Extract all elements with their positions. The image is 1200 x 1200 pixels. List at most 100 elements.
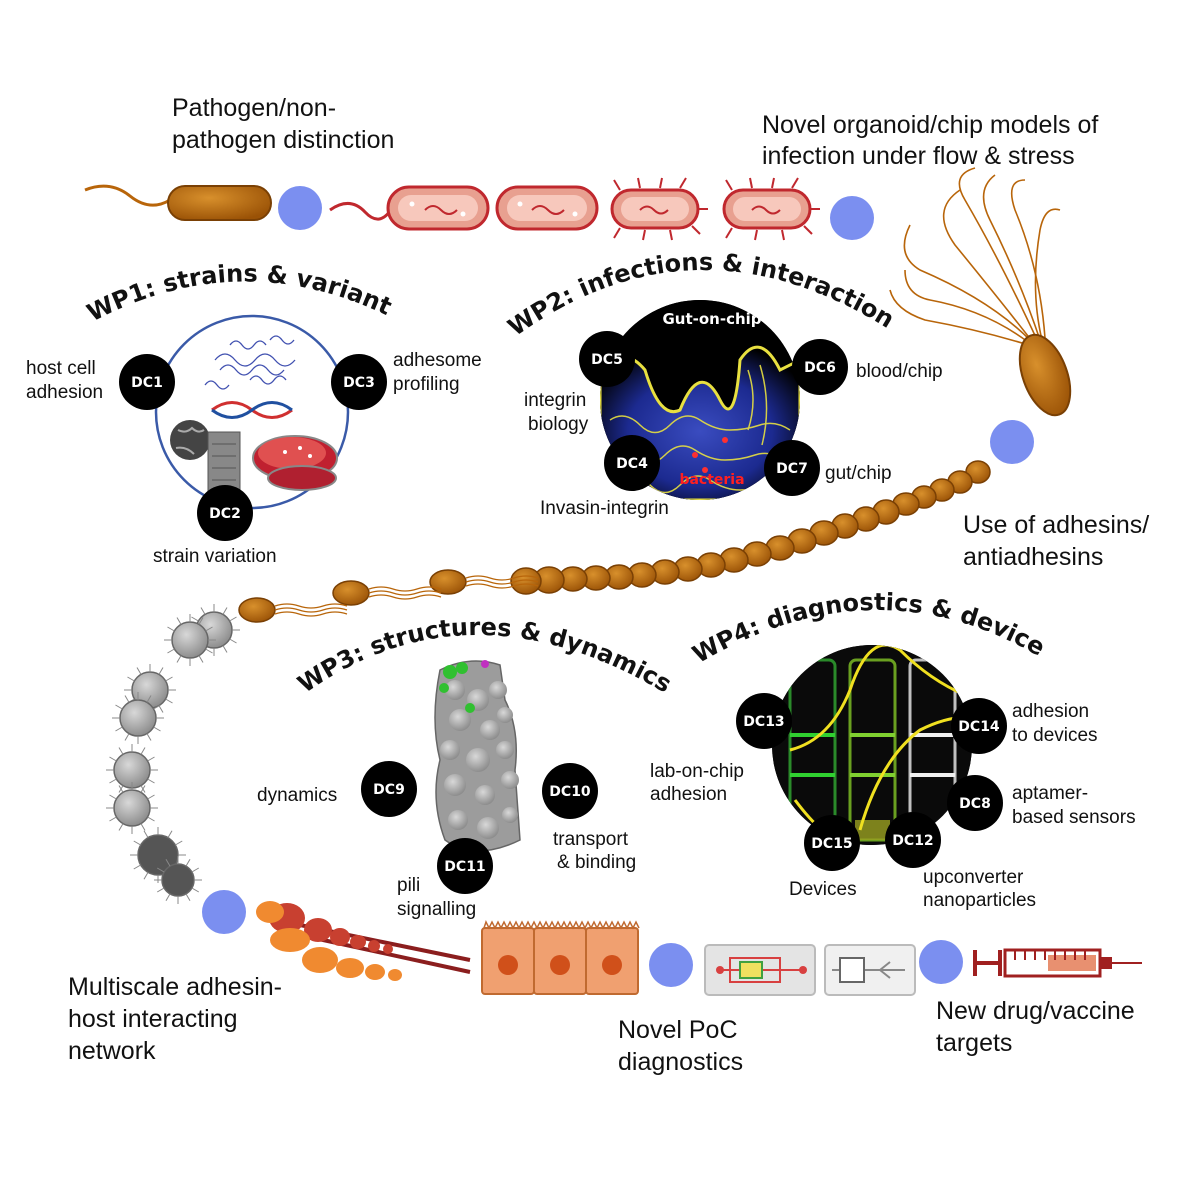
dc-badge-dc7: DC7 <box>764 440 820 496</box>
coccus-spike <box>133 864 141 870</box>
label-host-cell-1: host cell <box>26 358 96 379</box>
outcome-adhesins-2: antiadhesins <box>963 543 1103 571</box>
coccus <box>161 863 195 897</box>
svg-text:DC3: DC3 <box>343 375 375 391</box>
wp1-panel: WP1: strains & variants <box>0 0 396 510</box>
label-strain: strain variation <box>153 546 277 567</box>
coccus-spike <box>147 778 155 784</box>
milestone-dot <box>278 186 322 230</box>
label-adh-dev-2: to devices <box>1012 725 1098 746</box>
coccus-spike <box>185 893 191 902</box>
coccus-spike <box>165 698 173 704</box>
svg-text:DC6: DC6 <box>804 360 836 376</box>
coccus-spike <box>146 695 152 703</box>
dc-badge-dc1: DC1 <box>119 354 175 410</box>
coccus-spike <box>118 785 124 793</box>
chain-bacterium <box>238 597 276 623</box>
gray-cocci-chain <box>106 604 240 904</box>
dc-badge-dc13: DC13 <box>736 693 792 749</box>
coccus-spike <box>191 887 200 893</box>
coccus-spike <box>156 887 165 893</box>
coccus-spike <box>143 872 149 880</box>
milestone-dot <box>649 943 693 987</box>
flagellated-bacterium-icon <box>889 167 1072 417</box>
outcome-drug-2: targets <box>936 1029 1012 1057</box>
coccus-spike <box>165 893 171 902</box>
label-blood: blood/chip <box>856 361 943 382</box>
petri-dish-icon <box>252 435 338 491</box>
pilus-line <box>274 603 348 609</box>
server-icon <box>207 431 241 493</box>
outcome-multiscale-2: host interacting <box>68 1005 238 1033</box>
coccus-spike <box>109 794 117 800</box>
coccus-spike <box>222 645 228 653</box>
coccus <box>119 699 157 737</box>
dc-badge-dc4: DC4 <box>604 435 660 491</box>
label-adhesome-1: adhesome <box>393 350 482 371</box>
coccus-spike <box>198 655 204 663</box>
outcome-drug-1: New drug/vaccine <box>936 997 1135 1025</box>
coccus-spike <box>147 816 155 822</box>
milestone-dots <box>202 186 1034 987</box>
label-transport-2: & binding <box>557 852 636 873</box>
coccus-spike <box>118 823 124 831</box>
coccus-spike <box>185 858 191 867</box>
label-upconv-2: nanoparticles <box>923 890 1036 911</box>
wp-labels: host cell adhesion adhesome profiling st… <box>26 350 1136 920</box>
coccus-spike <box>200 607 206 615</box>
svg-text:DC13: DC13 <box>743 714 784 730</box>
coccus-spike <box>140 785 146 793</box>
coccus <box>113 789 151 827</box>
svg-text:DC8: DC8 <box>959 796 991 812</box>
coccus <box>171 621 209 659</box>
coccus-spike <box>124 733 130 741</box>
dc-badge-dc14: DC14 <box>951 698 1007 754</box>
svg-text:DC1: DC1 <box>131 375 163 391</box>
syringe-icon <box>973 948 1142 978</box>
dc-badges: DC1 DC3 DC2 DC5 DC6 DC4 DC7 DC9 DC10 DC1… <box>119 331 1007 894</box>
chip-icon <box>824 944 916 996</box>
label-host-cell-2: adhesion <box>26 382 103 403</box>
wp2-panel: WP2: infections & interactions Gut-on-ch… <box>0 0 899 500</box>
outcome-organoid-1: Novel organoid/chip models of <box>762 111 1098 139</box>
svg-text:DC5: DC5 <box>591 352 623 368</box>
milestone-dot <box>990 420 1034 464</box>
top-bacteria-row <box>84 177 820 241</box>
wp3-panel: WP3: structures & dynamics <box>293 613 676 852</box>
label-pili-2: signalling <box>397 899 476 920</box>
label-aptamer-1: aptamer- <box>1012 783 1088 804</box>
pilus-line <box>368 586 442 592</box>
dc-badge-dc5: DC5 <box>579 331 635 387</box>
outcome-adhesins-1: Use of adhesins/ <box>963 511 1149 539</box>
milestone-dot <box>202 890 246 934</box>
pilus-structure-icon <box>434 660 521 852</box>
coccus-spike <box>136 667 142 675</box>
svg-text:DC7: DC7 <box>776 461 808 477</box>
label-pili-1: pili <box>397 875 420 896</box>
coccus-spike <box>109 756 117 762</box>
coccus-spike <box>165 676 173 682</box>
chain-bacterium <box>332 580 370 606</box>
coccus-spike <box>153 726 161 732</box>
dc-badge-dc10: DC10 <box>542 763 598 819</box>
coccus-spike <box>140 747 146 755</box>
chain-bacterium <box>429 569 467 595</box>
coccus-spike <box>175 840 183 846</box>
label-gut: gut/chip <box>825 463 892 484</box>
coccus-spike <box>109 816 117 822</box>
milestone-dot <box>830 196 874 240</box>
adhesin-molecule-icon <box>256 901 471 981</box>
label-upconv-1: upconverter <box>923 867 1024 888</box>
label-invasin: Invasin-integrin <box>540 498 669 519</box>
coccus-spike <box>205 626 213 632</box>
svg-text:DC2: DC2 <box>209 506 241 522</box>
coccus-spike <box>158 667 164 675</box>
coccus-spike <box>167 830 173 838</box>
coccus-spike <box>147 794 155 800</box>
outcome-multiscale-3: network <box>68 1037 156 1065</box>
coccus-spike <box>229 638 237 644</box>
coccus-spike <box>118 747 124 755</box>
coccus-spike <box>191 616 199 622</box>
dc-badge-dc12: DC12 <box>885 812 941 868</box>
dna-icon <box>211 401 293 419</box>
